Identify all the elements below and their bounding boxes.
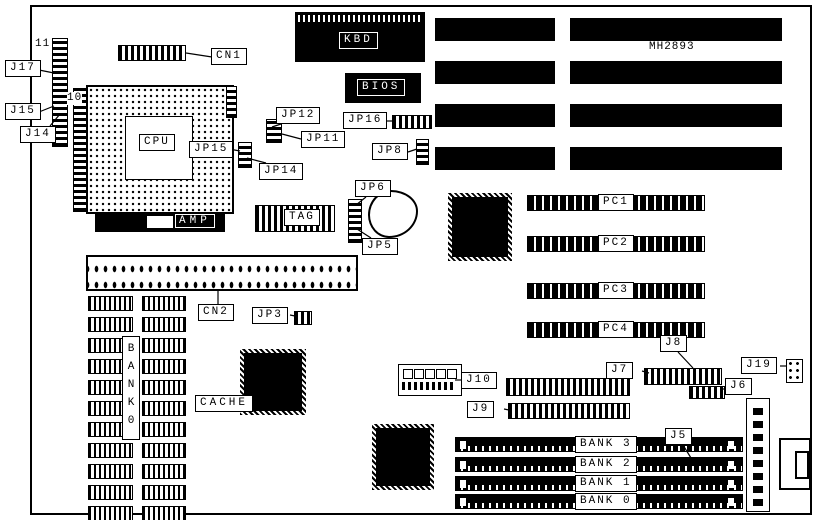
jp15-jp14-jumper-block [238, 142, 252, 168]
dram-chip [88, 506, 133, 520]
dram-chip [141, 359, 186, 374]
label-bank3: BANK 3 [575, 436, 637, 453]
label-j9: J9 [467, 401, 495, 418]
j9-connector [508, 403, 630, 419]
isa-slot [435, 147, 555, 170]
label-bank0-vertical: BANK0 [122, 336, 140, 440]
label-bank0: BANK 0 [575, 493, 637, 510]
dram-chip [88, 296, 133, 311]
dram-bank0-chip-array [88, 296, 186, 520]
dram-chip [88, 317, 133, 332]
label-jp15: JP15 [189, 141, 234, 158]
amp-white-block [147, 216, 173, 228]
label-kbd: KBD [339, 32, 378, 49]
label-bios: BIOS [357, 79, 406, 96]
dram-chip [141, 506, 186, 520]
label-amp: AMP [175, 214, 215, 228]
label-jp6: JP6 [355, 180, 391, 197]
cn1-connector [118, 45, 186, 61]
dram-chip [141, 380, 186, 395]
isa-slot [435, 18, 555, 41]
label-pc4: PC4 [598, 321, 634, 338]
label-cn1: CN1 [211, 48, 247, 65]
isa-slot [570, 18, 782, 41]
dram-chip [141, 422, 186, 437]
dram-chip [141, 338, 186, 353]
label-j14: J14 [20, 126, 56, 143]
kbd-pin-band [298, 15, 422, 22]
amp-regulator-bar: AMP [95, 212, 225, 232]
label-jp16: JP16 [343, 112, 388, 129]
vrm-strip [73, 88, 87, 212]
dram-chip [141, 401, 186, 416]
ide-connector-upper [506, 378, 630, 396]
j10-connector [398, 364, 462, 396]
dram-chip [88, 443, 133, 458]
label-jp14: JP14 [259, 163, 304, 180]
j10-pin-box [447, 369, 457, 379]
dram-chip [141, 317, 186, 332]
keyboard-controller-chip: KBD [295, 12, 425, 62]
dram-chip [141, 296, 186, 311]
dram-chip [141, 443, 186, 458]
label-j6: J6 [725, 378, 753, 395]
j7-j8-connector [644, 368, 722, 385]
label-j19: J19 [741, 357, 777, 374]
jp6-jp5-jumper-strip [348, 199, 362, 243]
j10-pin-box [403, 369, 413, 379]
board-model-text: MH2893 [649, 41, 695, 53]
bios-chip: BIOS [345, 73, 421, 103]
dram-chip [141, 464, 186, 479]
j19-connector [786, 359, 803, 383]
label-pc3: PC3 [598, 282, 634, 299]
label-j8: J8 [660, 335, 688, 352]
label-j15: J15 [5, 103, 41, 120]
dram-chip [88, 464, 133, 479]
chipset-chip-lower [372, 424, 434, 490]
label-cn2: CN2 [198, 304, 234, 321]
chipset-chip-upper [448, 193, 512, 261]
j10-pin-band [402, 382, 456, 390]
isa-slot [435, 61, 555, 84]
label-cache: CACHE [195, 395, 254, 412]
keyboard-din-port [779, 438, 811, 490]
din-port-inner [795, 451, 809, 479]
board-outline [30, 5, 812, 515]
j10-pin-box [436, 369, 446, 379]
pin-11-marker: 11 [35, 38, 51, 50]
cn2-connector [86, 255, 358, 291]
isa-slot [570, 61, 782, 84]
dram-chip [88, 485, 133, 500]
jp8-jumper-block [416, 139, 429, 165]
cpu-side-strip [226, 86, 237, 118]
label-jp11: JP11 [301, 131, 346, 148]
pin-10-marker: 10 [67, 92, 83, 105]
label-j10: J10 [461, 372, 497, 389]
label-j7: J7 [606, 362, 634, 379]
label-cpu: CPU [139, 134, 175, 151]
power-connector-pins [753, 404, 763, 506]
isa-slot [435, 104, 555, 127]
jp3-jumper [294, 311, 312, 325]
label-jp5: JP5 [362, 238, 398, 255]
label-jp8: JP8 [372, 143, 408, 160]
label-j5: J5 [665, 428, 693, 445]
j10-pin-box [425, 369, 435, 379]
label-j17: J17 [5, 60, 41, 77]
label-pc2: PC2 [598, 235, 634, 252]
label-bank1: BANK 1 [575, 475, 637, 492]
label-tag: TAG [284, 209, 320, 226]
isa-slot [570, 104, 782, 127]
power-connector [746, 398, 770, 512]
label-jp12: JP12 [276, 107, 321, 124]
jp16-jumper-strip [392, 115, 432, 129]
j10-pin-box [414, 369, 424, 379]
label-jp3: JP3 [252, 307, 288, 324]
j6-connector [689, 386, 725, 399]
label-bank2: BANK 2 [575, 456, 637, 473]
isa-slot [570, 147, 782, 170]
label-pc1: PC1 [598, 194, 634, 211]
dram-chip [141, 485, 186, 500]
